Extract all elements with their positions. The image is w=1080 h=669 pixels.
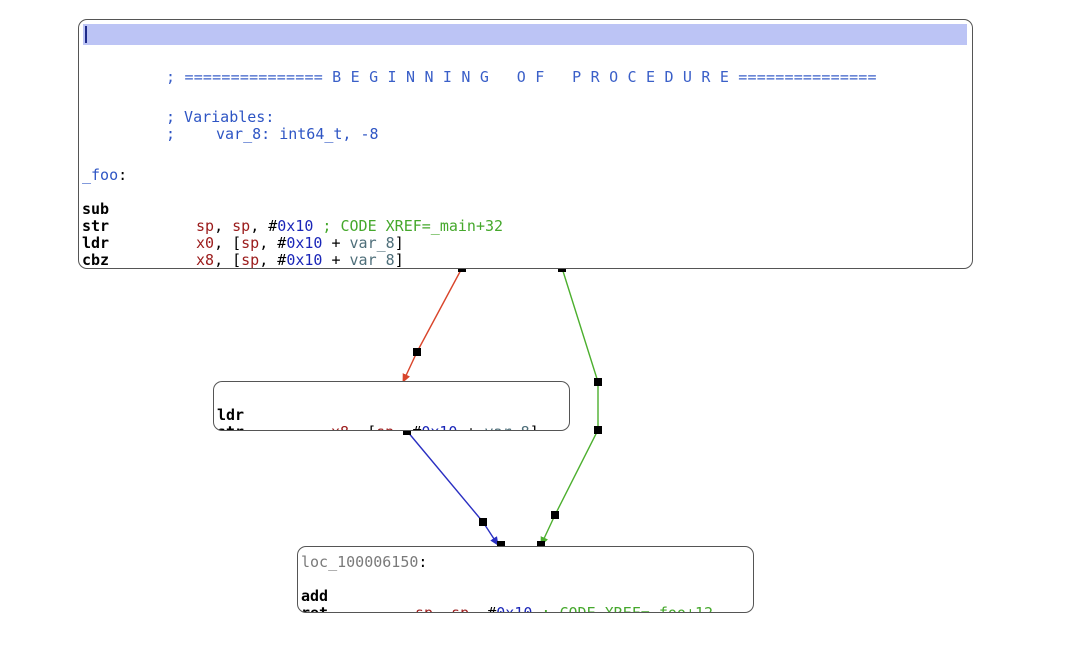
basic-block-middle[interactable]: ldr x8, [sp, #0x10 + var_8] str wzr, [x8… [213,381,570,431]
edge-handle[interactable] [497,541,505,549]
edge-handle[interactable] [551,511,559,519]
mnemonic: sub [82,200,110,218]
edge-handle[interactable] [594,426,602,434]
mnemonic: str [82,217,110,235]
edge-foo-to-middle[interactable] [402,267,463,383]
edge-handle[interactable] [537,541,545,549]
basic-block-loc-100006150[interactable]: loc_100006150: add sp, sp, #0x10 ; CODE … [297,546,754,613]
block-title-bar[interactable] [83,24,967,45]
procedure-label[interactable]: _foo: [82,166,128,184]
mnemonic: ldr [82,234,110,252]
instruction-row[interactable]: str wzr, [x8] [217,407,567,431]
edge-middle-to-bottom[interactable] [406,430,499,546]
operands: x8, [sp, #0x10 + var_8] [196,251,404,269]
instruction-row[interactable]: sub sp, sp, #0x10 ; CODE XREF=_main+32 [82,184,962,235]
variables-title: ; Variables: [166,108,275,126]
operands: x8, [sp, #0x10 + var_8] [331,424,539,431]
variable-declaration: var_8: int64_t, -8 [216,125,379,143]
procedure-header-comment: ; =============== B E G I N N I N G O F … [166,68,877,86]
edge-handle[interactable] [413,348,421,356]
operands: sp, sp, #0x10 ; CODE XREF=_main+32 [196,217,504,235]
mnemonic: add [301,587,329,605]
mnemonic: ret [301,604,329,613]
basic-block-foo[interactable]: ; =============== B E G I N N I N G O F … [78,19,973,269]
mnemonic: ldr [217,406,245,424]
operands: sp, sp, #0x10 ; CODE XREF=_foo+12 [415,605,713,613]
xref-comment: ; CODE XREF=_main+32 [313,217,504,235]
instruction-row[interactable]: str x0, [sp, #0x10 + var_8] [82,201,962,252]
edge-handle[interactable] [403,427,411,435]
mnemonic: cbz [82,251,110,269]
variables-prefix: ; [166,125,176,143]
branch-target: loc_100006150 [232,268,349,269]
instruction-row[interactable]: ret [301,588,751,613]
mnemonic: str [217,424,244,431]
operands: x0, [sp, #0x10 + var_8] [196,234,404,252]
block-label[interactable]: loc_100006150: [301,553,428,571]
edge-handle[interactable] [479,518,487,526]
instruction-row[interactable]: add sp, sp, #0x10 ; CODE XREF=_foo+12 [301,571,751,613]
edge-handle[interactable] [594,378,602,386]
instruction-row[interactable]: cbz x8, loc_100006150 [82,235,962,269]
instruction-row[interactable]: ldr x8, [sp, #0x10 + var_8] [217,390,567,431]
instruction-row[interactable]: ldr x8, [sp, #0x10 + var_8] [82,218,962,269]
text-cursor [85,26,87,43]
xref-comment: ; CODE XREF=_foo+12 [532,604,714,613]
